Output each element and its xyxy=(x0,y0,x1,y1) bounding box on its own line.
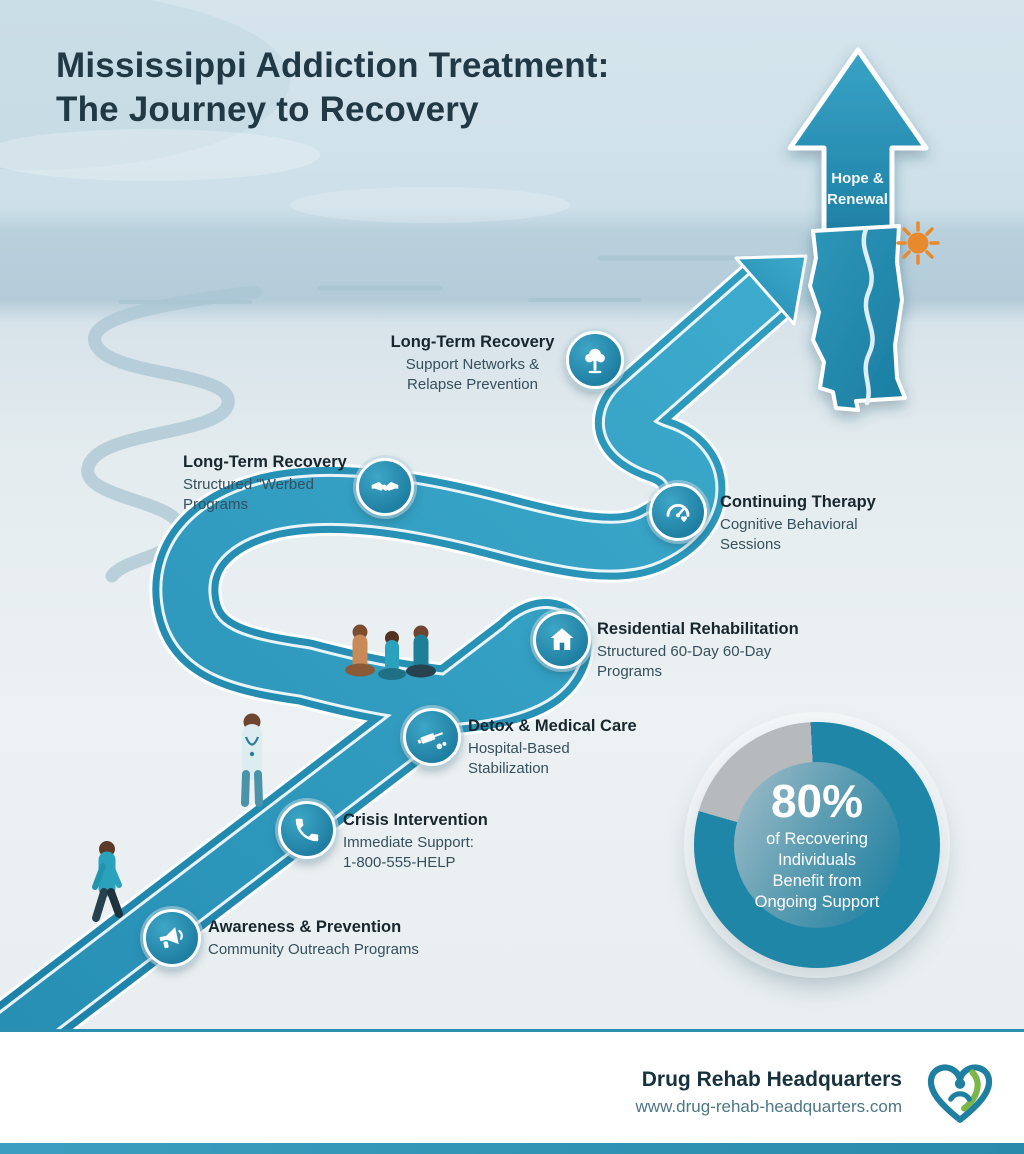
milestone-icon-detox xyxy=(403,708,461,766)
milestone-title: Continuing Therapy xyxy=(720,493,876,511)
gauge-heart-icon xyxy=(666,503,690,522)
donut-center: 80% of Recovering Individuals Benefit fr… xyxy=(734,762,900,928)
heart-person-logo-icon xyxy=(927,1064,993,1123)
milestone-therapy: Continuing Therapy Cognitive Behavioral … xyxy=(720,492,895,554)
ongoing-support-donut-chart: 80% of Recovering Individuals Benefit fr… xyxy=(694,722,940,968)
milestone-detox: Detox & Medical Care Hospital-Based Stab… xyxy=(468,716,638,778)
people-sitting-illustration xyxy=(345,624,436,680)
milestone-longterm-support: Long-Term Recovery Support Networks & Re… xyxy=(385,332,560,394)
footer-content: Drug Rehab Headquarters www.drug-rehab-h… xyxy=(636,1056,1002,1128)
milestone-title: Crisis Intervention xyxy=(343,811,488,829)
footer: Drug Rehab Headquarters www.drug-rehab-h… xyxy=(0,1029,1024,1154)
title-line-1: Mississippi Addiction Treatment: xyxy=(56,46,610,85)
handshake-icon xyxy=(371,481,399,491)
brand-url: www.drug-rehab-headquarters.com xyxy=(635,1096,902,1116)
road-arrowhead xyxy=(734,254,808,326)
phone-icon xyxy=(295,818,319,842)
person-walking-illustration xyxy=(92,841,123,922)
syringe-icon xyxy=(417,732,447,750)
milestone-icon-awareness xyxy=(143,909,201,967)
sky-clouds xyxy=(0,0,570,223)
milestone-subtitle: Community Outreach Programs xyxy=(208,941,419,959)
stat-line: of Recovering xyxy=(766,829,868,848)
milestone-icon-longterm-programs xyxy=(356,458,414,516)
tree-icon xyxy=(585,348,605,374)
milestone-subtitle: Structured "Werbed Programs xyxy=(183,476,314,513)
milestone-title: Long-Term Recovery xyxy=(390,333,555,351)
stat-line: Individuals xyxy=(778,851,856,870)
sun-icon xyxy=(896,221,940,265)
milestone-title: Detox & Medical Care xyxy=(468,717,637,735)
milestone-title: Long-Term Recovery xyxy=(183,453,347,471)
milestone-title: Awareness & Prevention xyxy=(208,918,402,936)
state-river xyxy=(861,226,875,406)
title-line-2: The Journey to Recovery xyxy=(56,90,479,130)
person-doctor-illustration xyxy=(241,713,263,807)
milestone-icon-residential xyxy=(533,611,591,669)
house-icon xyxy=(550,628,574,650)
milestone-icon-crisis xyxy=(278,801,336,859)
page-title: Mississippi Addiction Treatment: The Jou… xyxy=(56,44,786,132)
milestone-crisis: Crisis Intervention Immediate Support: 1… xyxy=(343,810,513,872)
milestone-subtitle: Hospital-Based Stabilization xyxy=(468,740,570,777)
hope-renewal-label: Hope & Renewal xyxy=(827,170,888,208)
brand-name: Drug Rehab Headquarters xyxy=(641,1067,902,1091)
milestone-subtitle: Structured 60-Day 60-Day Programs xyxy=(597,643,772,680)
milestone-title: Residential Rehabilitation xyxy=(597,620,799,638)
milestone-subtitle: Support Networks & Relapse Prevention xyxy=(405,356,540,393)
brand-text: Drug Rehab Headquarters www.drug-rehab-h… xyxy=(636,1068,902,1117)
milestone-awareness: Awareness & Prevention Community Outreac… xyxy=(208,917,478,960)
milestone-longterm-programs: Long-Term Recovery Structured "Werbed Pr… xyxy=(183,452,353,514)
footer-accent-bar xyxy=(0,1143,1024,1154)
stat-line: Ongoing Support xyxy=(754,893,880,912)
milestone-icon-therapy xyxy=(649,483,707,541)
milestone-icon-longterm-support xyxy=(566,331,624,389)
mississippi-state-shape xyxy=(808,224,907,412)
hope-arrow xyxy=(787,47,929,245)
milestone-residential: Residential Rehabilitation Structured 60… xyxy=(597,619,827,681)
stat-line: Benefit from xyxy=(772,872,862,891)
stat-value: 80% xyxy=(770,774,864,827)
milestone-subtitle: Immediate Support: 1-800-555-HELP xyxy=(343,834,474,871)
megaphone-icon xyxy=(159,927,183,949)
milestone-subtitle: Cognitive Behavioral Sessions xyxy=(720,516,858,553)
